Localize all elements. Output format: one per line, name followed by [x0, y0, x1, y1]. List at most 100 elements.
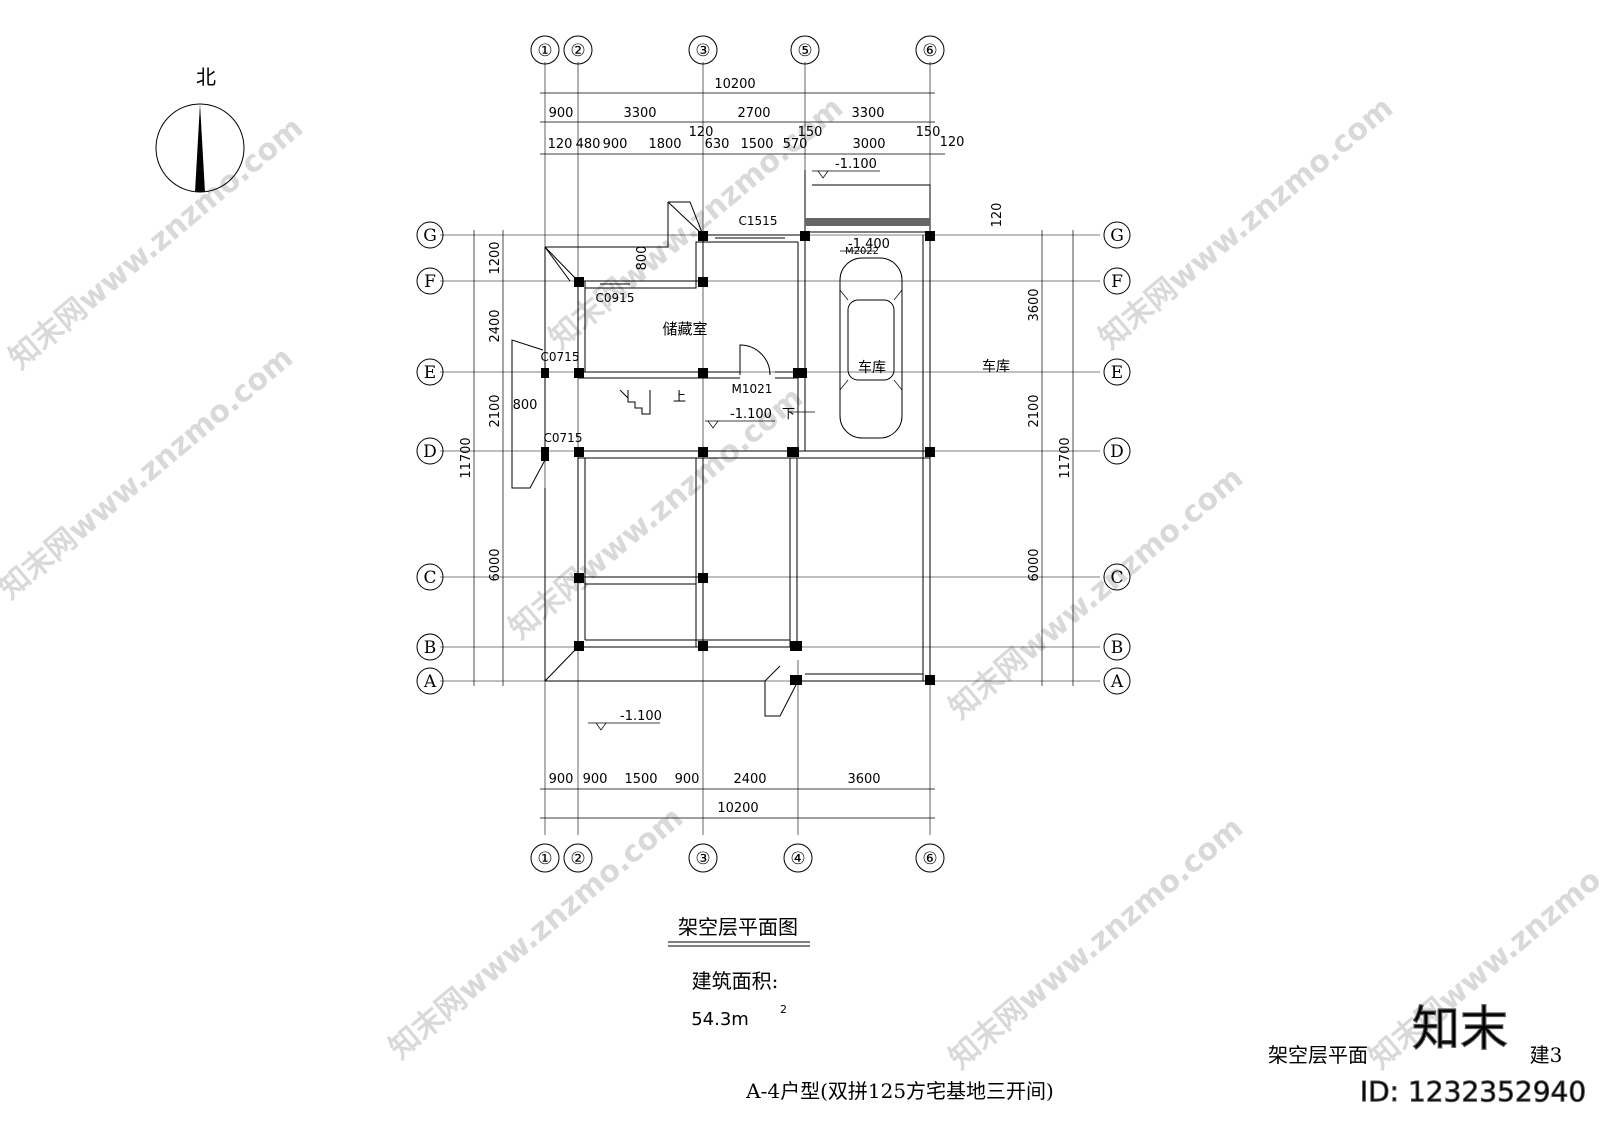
car-icon [839, 257, 903, 439]
grid-label: ③ [695, 849, 710, 869]
dim-text: 3300 [623, 106, 656, 121]
down-label: 下 [782, 407, 795, 422]
north-label: 北 [196, 65, 216, 89]
drawing-title: 架空层平面图 [678, 915, 798, 939]
dim-text: 2100 [488, 394, 503, 427]
dim-text: 3600 [847, 772, 880, 787]
row-label: A [1110, 672, 1124, 692]
dimensions-left: 11700 1200 2400 2100 6000 800 800 [459, 230, 650, 686]
dim-text: 900 [549, 106, 574, 121]
grid-label: ③ [695, 41, 710, 61]
tag-c0915: C0915 [596, 291, 635, 305]
room-label-garage-right: 车库 [982, 358, 1010, 375]
sheet-number: 建3 [1530, 1043, 1563, 1067]
watermark-text: 知末网www.znzmo.com [943, 810, 1250, 1076]
watermark-text: 知末网www.znzmo.com [1093, 90, 1400, 356]
dim-text: 11700 [1058, 437, 1073, 478]
dim-text: 800 [635, 246, 650, 271]
dim-text: 6000 [488, 548, 503, 581]
dim-text: 900 [603, 137, 628, 152]
grid-label: ② [570, 41, 585, 61]
grid-label: ⑥ [922, 849, 937, 869]
grid-label: ① [537, 41, 552, 61]
dim-text: 630 [705, 137, 730, 152]
brand-logo: 知末 ID: 1232352940 [1359, 1000, 1586, 1108]
row-label: D [423, 442, 437, 462]
dim-text: 2100 [1027, 394, 1042, 427]
row-label: G [1110, 226, 1124, 246]
dim-text: 120 [940, 135, 965, 150]
level-garage: -1.400 [848, 237, 890, 252]
dimensions-bottom: 900 900 1500 900 2400 3600 10200 [540, 772, 935, 819]
drawing-title-block: 架空层平面图 建筑面积: 54.3m 2 架空层平面 建3 A-4户型(双拼12… [668, 915, 1562, 1103]
watermark-text: 知末网www.znzmo.com [383, 800, 690, 1066]
grid-label: ⑤ [797, 41, 812, 61]
area-label: 建筑面积: [692, 969, 779, 993]
dim-text: 3600 [1027, 288, 1042, 321]
dim-text: 2400 [488, 309, 503, 342]
dim-text: 570 [783, 137, 808, 152]
north-arrow: 北 [155, 65, 245, 193]
dim-text: 6000 [1027, 548, 1042, 581]
columns [541, 231, 935, 685]
stair: 上 [619, 389, 686, 415]
area-value: 54.3m [691, 1009, 749, 1030]
grid-label: ① [537, 849, 552, 869]
house-type-caption: A-4户型(双拼125方宅基地三开间) [745, 1079, 1054, 1103]
tag-c1515: C1515 [739, 214, 778, 228]
dim-text: 1500 [740, 137, 773, 152]
dimensions-top: 10200 900 3300 2700 3300 120 480 900 180… [540, 77, 965, 155]
grid-label: ④ [790, 849, 805, 869]
dim-text: 2400 [733, 772, 766, 787]
dimensions-right: 2100 3600 6000 11700 120 [990, 203, 1074, 686]
level-top: -1.100 [835, 157, 877, 172]
dim-text: 900 [675, 772, 700, 787]
dim-text: 10200 [714, 77, 755, 92]
dim-text: 1500 [624, 772, 657, 787]
dim-text: 2700 [737, 106, 770, 121]
dim-text: 900 [583, 772, 608, 787]
level-interior: -1.100 [730, 407, 772, 422]
tag-garage-door: M2022 [845, 246, 879, 257]
area-superscript: 2 [780, 1003, 787, 1016]
row-label: F [424, 272, 436, 292]
grid-bubbles-right: G F E D C B A [1103, 221, 1131, 695]
grid-bubbles-bottom: ① ② ③ ④ ⑥ [530, 843, 945, 873]
dim-text: 150 [916, 125, 941, 140]
row-label: B [1111, 638, 1124, 658]
grid-bubbles-top: ① ② ③ ⑤ ⑥ [530, 35, 945, 65]
room-label-garage: 车库 [858, 359, 886, 376]
row-label: G [423, 226, 437, 246]
dim-text: 120 [548, 137, 573, 152]
row-label: A [423, 672, 437, 692]
tag-c0715-lower: C0715 [544, 431, 583, 445]
dim-text: 1800 [648, 137, 681, 152]
dim-text: 480 [576, 137, 601, 152]
dim-text: 3000 [852, 137, 885, 152]
id-text: ID: 1232352940 [1360, 1075, 1586, 1108]
grid-label: ② [570, 849, 585, 869]
row-label: C [1110, 568, 1123, 588]
walls [511, 170, 931, 717]
dim-text: 10200 [717, 801, 758, 816]
tag-c0715-upper: C0715 [541, 350, 580, 364]
row-label: C [423, 568, 436, 588]
dim-text: 1200 [488, 241, 503, 274]
logo-text: 知末 [1412, 1001, 1508, 1057]
stair-up-label: 上 [673, 390, 686, 405]
dim-text: 900 [549, 772, 574, 787]
level-markers: -1.100 -1.400 -1.100 下 -1.100 [588, 157, 890, 731]
row-label: E [1111, 363, 1123, 383]
tag-m1021: M1021 [732, 382, 773, 396]
dim-text: 11700 [459, 437, 474, 478]
grid-bubbles-left: G F E D C B A [416, 221, 444, 695]
watermark-text: 知末网www.znzmo.com [0, 340, 300, 606]
row-label: F [1111, 272, 1123, 292]
sheet-name: 架空层平面 [1268, 1043, 1368, 1067]
door-m1021 [739, 344, 771, 376]
watermark-text: 知末网www.znzmo.com [943, 460, 1250, 726]
dim-text: 800 [513, 398, 538, 413]
row-label: E [424, 363, 436, 383]
room-label-storage: 储藏室 [662, 320, 707, 338]
